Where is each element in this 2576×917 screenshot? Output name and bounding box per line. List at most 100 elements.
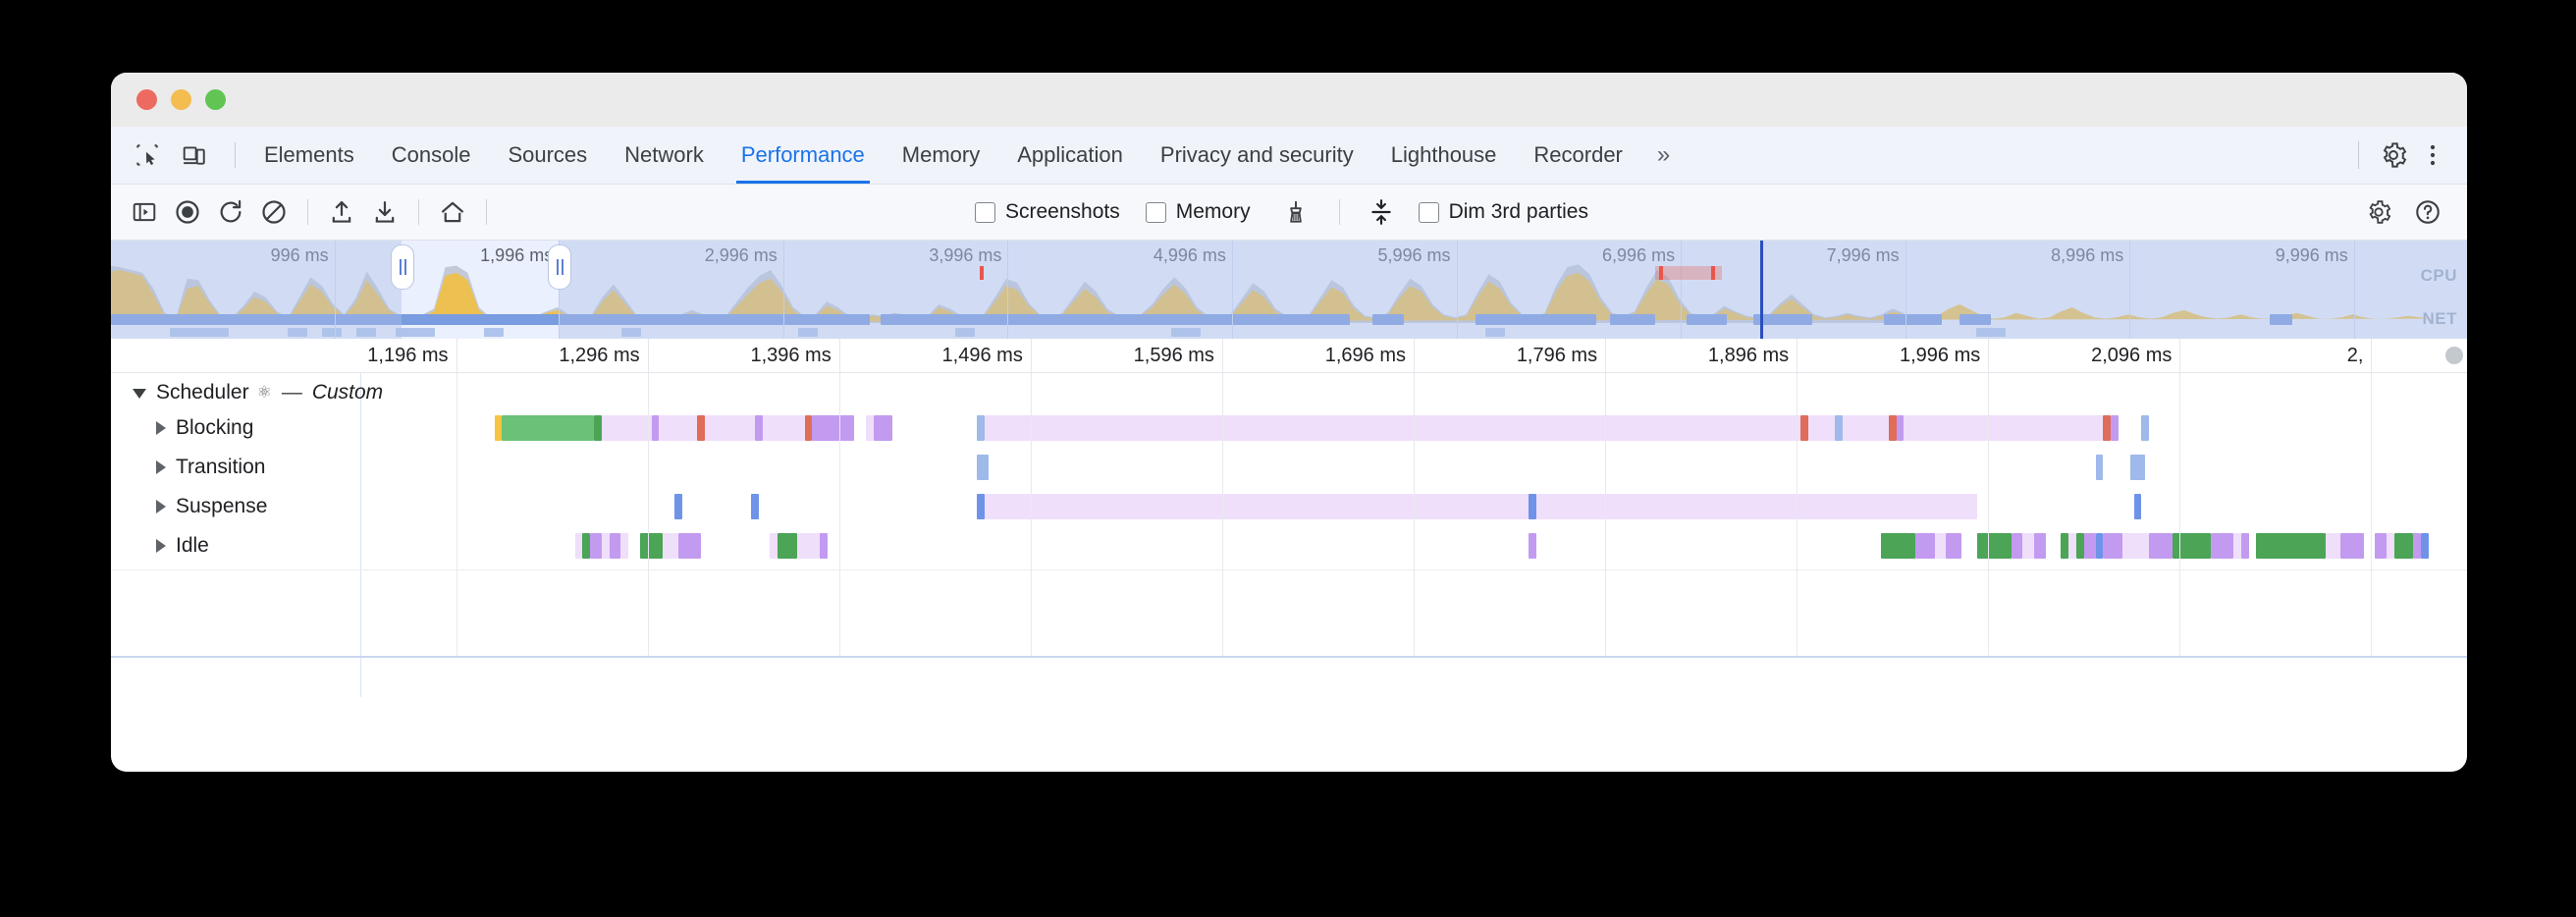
flame-bar[interactable]: [697, 415, 706, 441]
tab-memory[interactable]: Memory: [901, 142, 981, 167]
dim-3rd-parties-checkbox-box[interactable]: [1418, 201, 1439, 223]
help-icon[interactable]: [2408, 192, 2447, 232]
tab-network[interactable]: Network: [624, 142, 704, 167]
track-transition[interactable]: Transition: [111, 448, 2467, 487]
flame-bar[interactable]: [1800, 415, 1808, 441]
flame-bar[interactable]: [2095, 455, 2104, 480]
toggle-sidebar-icon[interactable]: [125, 192, 164, 232]
flame-bar[interactable]: [2061, 533, 2069, 559]
window-close-button[interactable]: [136, 89, 157, 110]
reload-and-record-icon[interactable]: [211, 192, 250, 232]
flame-bar[interactable]: [673, 494, 682, 519]
flame-bar[interactable]: [2034, 533, 2046, 559]
flame-bar[interactable]: [770, 533, 778, 559]
flame-bar[interactable]: [1529, 494, 1536, 519]
flame-bar[interactable]: [620, 533, 629, 559]
record-icon[interactable]: [168, 192, 207, 232]
flame-bar[interactable]: [1888, 415, 1897, 441]
flame-bar[interactable]: [2210, 533, 2233, 559]
flame-bar[interactable]: [494, 415, 503, 441]
flame-bar[interactable]: [1835, 415, 1843, 441]
flame-bar[interactable]: [2421, 533, 2429, 559]
track-group-scheduler-label[interactable]: Scheduler ⚛ — Custom: [111, 373, 383, 412]
flame-bar[interactable]: [796, 533, 821, 559]
flame-bar[interactable]: [812, 415, 855, 441]
flame-bar[interactable]: [2141, 415, 2150, 441]
dim-3rd-parties-checkbox[interactable]: Dim 3rd parties: [1418, 200, 1588, 224]
track-blocking[interactable]: Blocking: [111, 408, 2467, 448]
chevron-right-icon[interactable]: [156, 539, 166, 553]
tab-console[interactable]: Console: [391, 142, 471, 167]
flame-bar[interactable]: [820, 533, 828, 559]
home-icon[interactable]: [433, 192, 472, 232]
track-group-scheduler[interactable]: Scheduler ⚛ — Custom: [111, 373, 2467, 412]
flame-bar[interactable]: [2103, 415, 2112, 441]
flame-bar[interactable]: [2393, 533, 2414, 559]
flame-bar[interactable]: [2103, 533, 2122, 559]
flame-bar[interactable]: [1529, 533, 1536, 559]
flame-bar[interactable]: [1915, 533, 1935, 559]
flame-bar[interactable]: [750, 494, 759, 519]
flame-bar[interactable]: [2413, 533, 2422, 559]
more-options-icon[interactable]: [2416, 138, 2449, 172]
flame-bar[interactable]: [2076, 533, 2084, 559]
flame-bar[interactable]: [601, 415, 652, 441]
capture-settings-icon[interactable]: [2359, 192, 2398, 232]
flame-bar[interactable]: [984, 415, 1801, 441]
flame-bar[interactable]: [2111, 415, 2119, 441]
flame-bar[interactable]: [2232, 533, 2241, 559]
flame-bar[interactable]: [2083, 533, 2096, 559]
flame-bar[interactable]: [2129, 455, 2146, 480]
tab-application[interactable]: Application: [1017, 142, 1123, 167]
flame-bar[interactable]: [1535, 494, 1977, 519]
track-blocking-label[interactable]: Blocking: [111, 408, 253, 448]
flame-bar[interactable]: [2011, 533, 2023, 559]
memory-checkbox[interactable]: Memory: [1145, 200, 1251, 224]
track-idle[interactable]: Idle: [111, 526, 2467, 566]
flame-bar[interactable]: [574, 533, 583, 559]
flame-bar[interactable]: [754, 415, 763, 441]
flame-bar[interactable]: [590, 533, 602, 559]
flame-bar[interactable]: [2149, 533, 2173, 559]
flame-bar[interactable]: [659, 415, 698, 441]
overview-window-right-handle[interactable]: [548, 244, 572, 290]
flame-bar[interactable]: [2172, 533, 2211, 559]
track-idle-label[interactable]: Idle: [111, 526, 209, 566]
flame-bar[interactable]: [1896, 415, 1905, 441]
flame-bar[interactable]: [2095, 533, 2104, 559]
flame-bar[interactable]: [651, 415, 660, 441]
flame-bar[interactable]: [2133, 494, 2142, 519]
flame-bar[interactable]: [977, 494, 985, 519]
tab-privacy-and-security[interactable]: Privacy and security: [1159, 142, 1354, 167]
tab-sources[interactable]: Sources: [508, 142, 588, 167]
collapse-tracks-icon[interactable]: [1362, 192, 1401, 232]
chevron-right-icon[interactable]: [156, 421, 166, 435]
inspect-element-icon[interactable]: [131, 138, 164, 172]
flame-bar[interactable]: [601, 533, 610, 559]
flame-bar[interactable]: [1934, 533, 1947, 559]
settings-gear-icon[interactable]: [2377, 138, 2410, 172]
device-toolbar-icon[interactable]: [178, 138, 211, 172]
flame-bar[interactable]: [663, 533, 678, 559]
more-tabs-icon[interactable]: »: [1656, 141, 1671, 168]
flame-bar[interactable]: [639, 533, 664, 559]
track-transition-label[interactable]: Transition: [111, 448, 265, 487]
tab-elements[interactable]: Elements: [264, 142, 354, 167]
flame-bar[interactable]: [2325, 533, 2341, 559]
flame-chart[interactable]: Scheduler ⚛ — Custom Blocking Transition: [111, 373, 2467, 697]
flame-bar[interactable]: [2375, 533, 2388, 559]
flame-bar[interactable]: [1976, 533, 2012, 559]
flame-bar[interactable]: [984, 494, 1530, 519]
flame-bar[interactable]: [804, 415, 813, 441]
flame-bar[interactable]: [502, 415, 594, 441]
memory-checkbox-box[interactable]: [1145, 201, 1166, 223]
screenshots-checkbox-box[interactable]: [975, 201, 995, 223]
flame-bar[interactable]: [778, 533, 797, 559]
flame-bar[interactable]: [594, 415, 602, 441]
chevron-right-icon[interactable]: [156, 500, 166, 513]
overview-window-left-handle[interactable]: [391, 244, 415, 290]
flame-bar[interactable]: [2340, 533, 2364, 559]
flame-bar[interactable]: [873, 415, 893, 441]
flame-bar[interactable]: [762, 415, 805, 441]
